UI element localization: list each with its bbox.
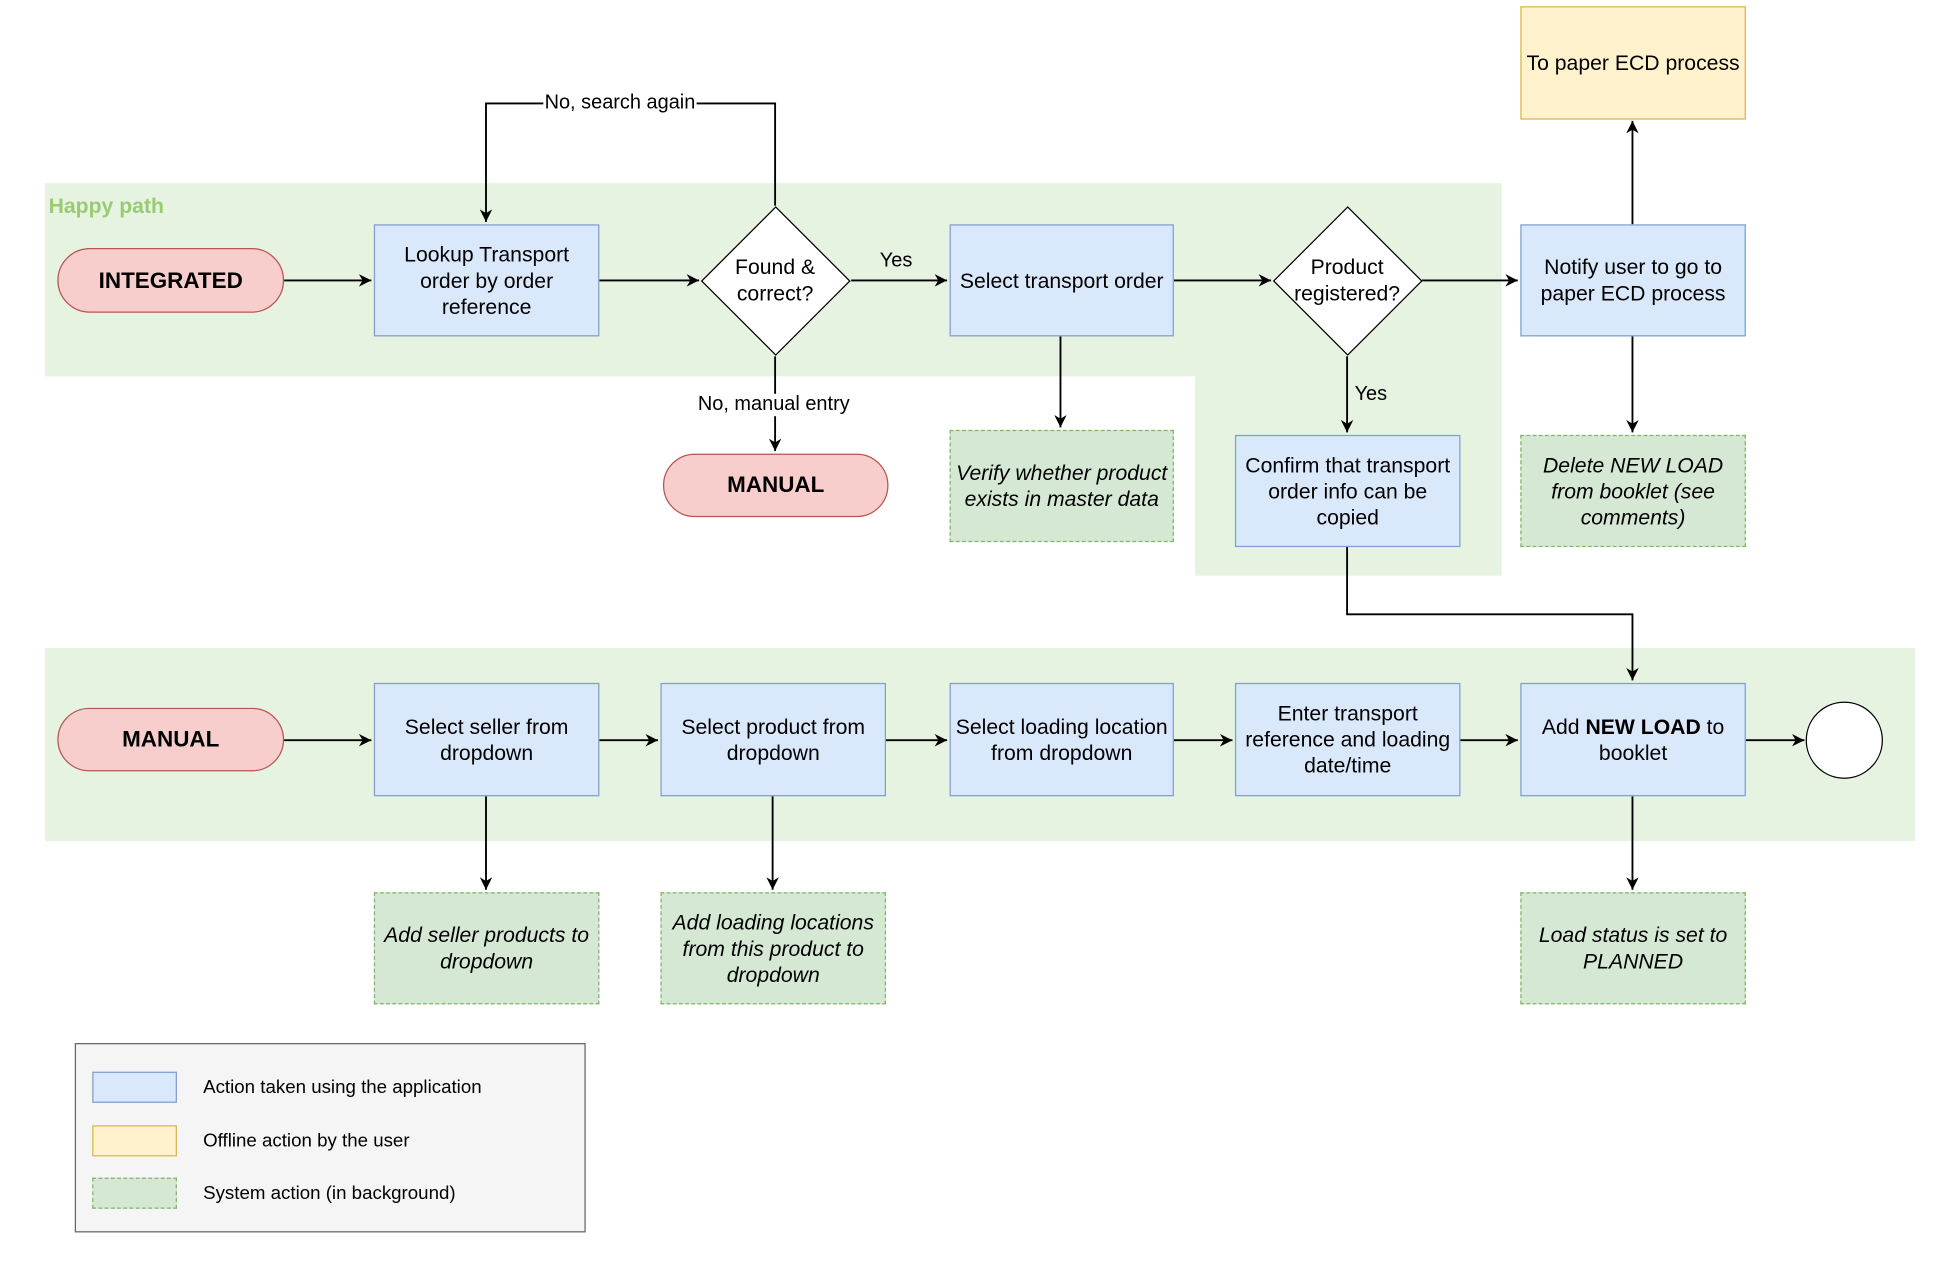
legend-item: Action taken using the application	[76, 1069, 574, 1106]
add-load-emphasis: NEW LOAD	[1585, 714, 1701, 739]
select-product-node: Select product from dropdown	[660, 682, 887, 797]
manual-terminal-bottom: MANUAL	[57, 707, 285, 772]
legend-item: System action (in background)	[76, 1175, 574, 1212]
legend-swatch-system	[92, 1177, 177, 1209]
found-correct-text: Found & correct?	[735, 255, 816, 306]
verify-product-node: Verify whether product exists in master …	[949, 429, 1174, 543]
legend-label: System action (in background)	[203, 1182, 456, 1204]
add-new-load-node: Add NEW LOAD to booklet	[1520, 682, 1746, 797]
found-correct-decision: Found & correct?	[700, 205, 851, 356]
edge-label-search-again: No, search again	[543, 92, 697, 115]
paper-ecd-node: To paper ECD process	[1520, 6, 1746, 120]
end-node	[1805, 701, 1883, 779]
edge-label-manual-entry: No, manual entry	[696, 393, 851, 417]
select-transport-order-node: Select transport order	[949, 224, 1174, 337]
manual-terminal-top: MANUAL	[662, 453, 889, 518]
load-status-node: Load status is set to PLANNED	[1520, 892, 1746, 1005]
delete-load-emphasis: NEW LOAD	[1610, 452, 1724, 477]
add-seller-products-node: Add seller products to dropdown	[373, 892, 600, 1005]
edge-label-yes-found: Yes	[878, 250, 914, 273]
legend-swatch-offline	[92, 1125, 177, 1157]
delete-load-node: Delete NEW LOAD from booklet (see commen…	[1520, 434, 1746, 548]
legend-label: Action taken using the application	[203, 1076, 482, 1098]
product-registered-decision: Product registered?	[1272, 205, 1422, 356]
delete-load-text: Delete NEW LOAD from booklet (see commen…	[1524, 452, 1742, 531]
legend-swatch-action	[92, 1071, 177, 1103]
add-loading-locations-node: Add loading locations from this product …	[660, 892, 887, 1005]
add-load-prefix: Add	[1541, 714, 1586, 739]
confirm-copy-node: Confirm that transport order info can be…	[1234, 434, 1461, 548]
legend: Action taken using the application Offli…	[74, 1043, 586, 1233]
enter-reference-node: Enter transport reference and loading da…	[1234, 682, 1461, 797]
notify-user-node: Notify user to go to paper ECD process	[1520, 224, 1746, 337]
edge-label-yes-registered: Yes	[1353, 383, 1389, 407]
delete-load-prefix: Delete	[1543, 452, 1611, 477]
integrated-terminal: INTEGRATED	[57, 247, 285, 313]
add-load-suffix: to booklet	[1598, 714, 1725, 765]
legend-label: Offline action by the user	[203, 1130, 410, 1152]
lookup-order-node: Lookup Transport order by order referenc…	[373, 224, 600, 337]
swimlane-label: Happy path	[48, 194, 164, 219]
add-new-load-text: Add NEW LOAD to booklet	[1524, 713, 1742, 765]
select-seller-node: Select seller from dropdown	[373, 682, 600, 797]
delete-load-suffix: from booklet (see comments)	[1551, 479, 1715, 529]
product-registered-text: Product registered?	[1294, 255, 1401, 306]
legend-item: Offline action by the user	[76, 1123, 574, 1160]
select-location-node: Select loading location from dropdown	[949, 682, 1174, 797]
